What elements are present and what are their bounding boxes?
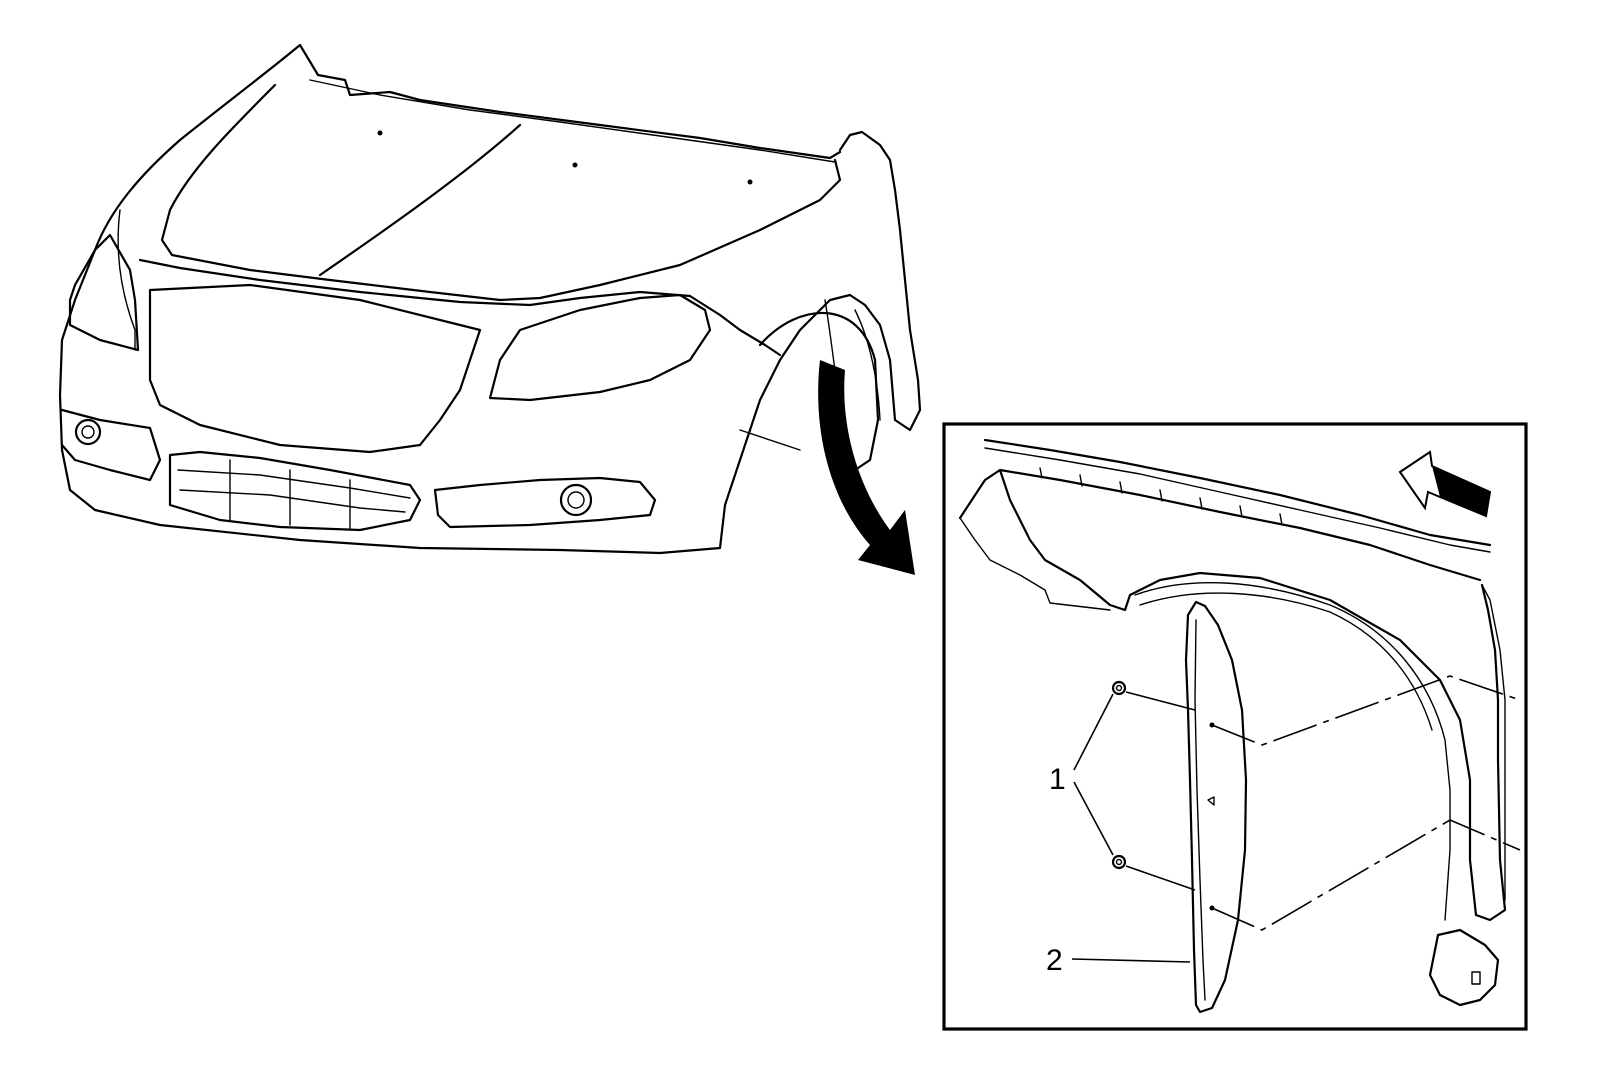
vehicle-front-view [58,43,922,555]
curved-arrow-icon [818,360,915,575]
callout-2-label: 2 [1046,944,1063,977]
fastener-upper [1111,680,1127,696]
callout-1-label: 1 [1049,763,1066,796]
callout-2: 2 [1046,944,1191,977]
fastener-lower [1111,854,1127,870]
callout-1: 1 [1049,693,1114,856]
fender-liner-part [1184,600,1248,1014]
direction-arrow-icon [1398,450,1492,518]
detail-inset: 1 2 [942,422,1528,1031]
